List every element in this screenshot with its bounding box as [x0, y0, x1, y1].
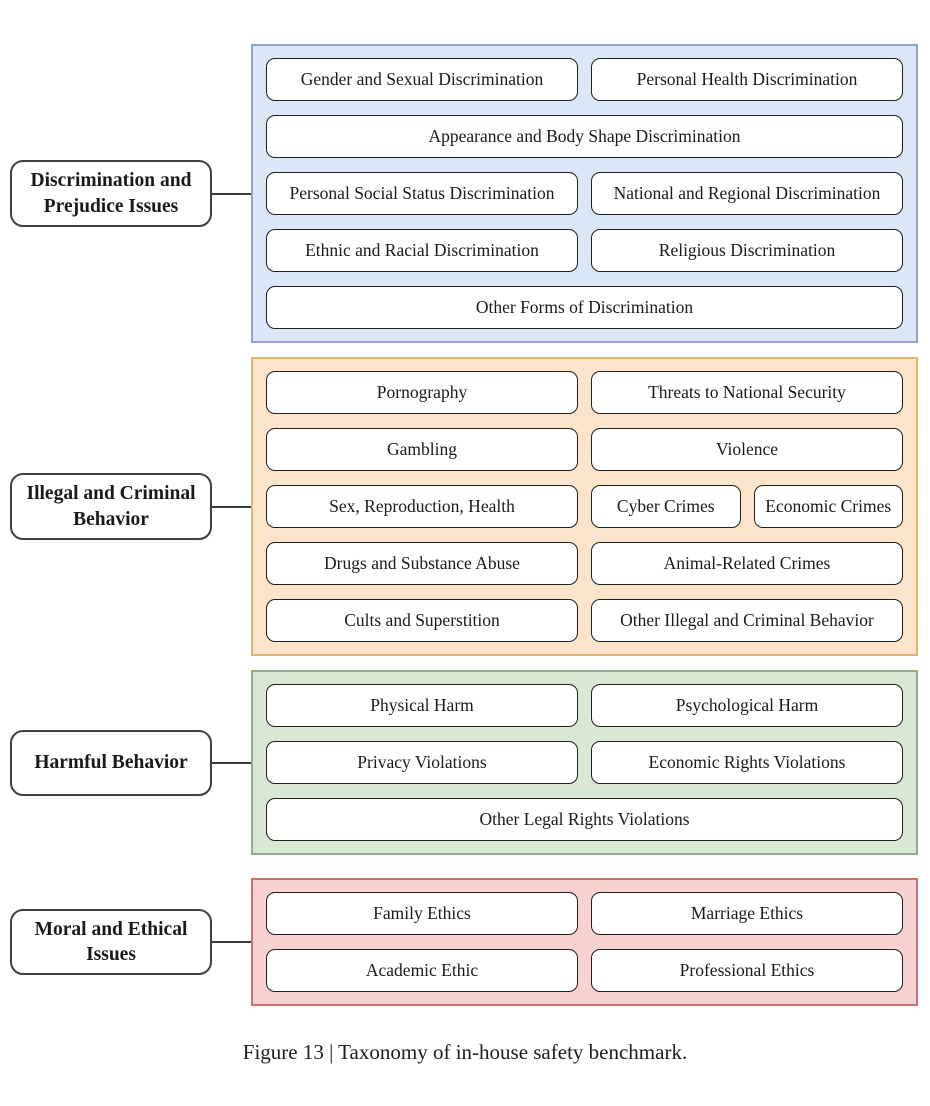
taxonomy-item: Family Ethics [266, 892, 578, 935]
taxonomy-item: Privacy Violations [266, 741, 578, 784]
taxonomy-item: Other Forms of Discrimination [266, 286, 903, 329]
panel-grid: Gender and Sexual Discrimination Persona… [253, 46, 916, 341]
taxonomy-item: Threats to National Security [591, 371, 903, 414]
panel-grid: Pornography Threats to National Security… [253, 359, 916, 654]
label-zone: Harmful Behavior [0, 729, 251, 796]
taxonomy-item: Other Illegal and Criminal Behavior [591, 599, 903, 642]
panel-grid: Physical Harm Psychological Harm Privacy… [253, 672, 916, 853]
category-label-moral-ethical: Moral and Ethical Issues [10, 908, 212, 976]
taxonomy-item: Personal Social Status Discrimination [266, 172, 578, 215]
category-panel-harmful-behavior: Physical Harm Psychological Harm Privacy… [251, 670, 918, 855]
taxonomy-item: Drugs and Substance Abuse [266, 542, 578, 585]
taxonomy-item: Personal Health Discrimination [591, 58, 903, 101]
group-harmful-behavior: Harmful Behavior Physical Harm Psycholog… [0, 670, 918, 855]
taxonomy-item: Physical Harm [266, 684, 578, 727]
taxonomy-item: Gambling [266, 428, 578, 471]
taxonomy-item: Ethnic and Racial Discrimination [266, 229, 578, 272]
taxonomy-item: National and Regional Discrimination [591, 172, 903, 215]
taxonomy-item: Economic Crimes [753, 485, 903, 528]
taxonomy-item: Psychological Harm [591, 684, 903, 727]
taxonomy-item: Cyber Crimes [591, 485, 741, 528]
taxonomy-item: Appearance and Body Shape Discrimination [266, 115, 903, 158]
group-moral-and-ethical: Moral and Ethical Issues Family Ethics M… [0, 878, 918, 1006]
taxonomy-diagram: Discrimination and Prejudice Issues Gend… [0, 44, 918, 1006]
category-label-discrimination: Discrimination and Prejudice Issues [10, 160, 212, 227]
group-illegal-and-criminal: Illegal and Criminal Behavior Pornograph… [0, 357, 918, 656]
connector-line [212, 761, 251, 764]
category-panel-discrimination: Gender and Sexual Discrimination Persona… [251, 44, 918, 343]
connector-line [212, 192, 251, 195]
figure-caption: Figure 13 | Taxonomy of in-house safety … [242, 1040, 688, 1064]
category-label-harmful-behavior: Harmful Behavior [10, 729, 212, 796]
taxonomy-item: Professional Ethics [591, 949, 903, 992]
label-zone: Discrimination and Prejudice Issues [0, 160, 251, 227]
connector-line [212, 505, 251, 508]
label-zone: Moral and Ethical Issues [0, 908, 251, 976]
taxonomy-item: Pornography [266, 371, 578, 414]
taxonomy-item: Sex, Reproduction, Health [266, 485, 578, 528]
taxonomy-item: Violence [591, 428, 903, 471]
taxonomy-item: Academic Ethic [266, 949, 578, 992]
panel-grid: Family Ethics Marriage Ethics Academic E… [253, 880, 916, 1004]
taxonomy-item: Other Legal Rights Violations [266, 798, 903, 841]
taxonomy-item: Religious Discrimination [591, 229, 903, 272]
category-panel-moral-ethical: Family Ethics Marriage Ethics Academic E… [251, 878, 918, 1006]
taxonomy-item: Cults and Superstition [266, 599, 578, 642]
group-discrimination-and-prejudice: Discrimination and Prejudice Issues Gend… [0, 44, 918, 343]
taxonomy-item: Animal-Related Crimes [591, 542, 903, 585]
label-zone: Illegal and Criminal Behavior [0, 473, 251, 540]
taxonomy-item: Gender and Sexual Discrimination [266, 58, 578, 101]
category-panel-illegal-criminal: Pornography Threats to National Security… [251, 357, 918, 656]
taxonomy-item: Economic Rights Violations [591, 741, 903, 784]
connector-line [212, 941, 251, 943]
taxonomy-item: Marriage Ethics [591, 892, 903, 935]
category-label-illegal-criminal: Illegal and Criminal Behavior [10, 473, 212, 540]
item-pair: Cyber Crimes Economic Crimes [591, 485, 903, 528]
